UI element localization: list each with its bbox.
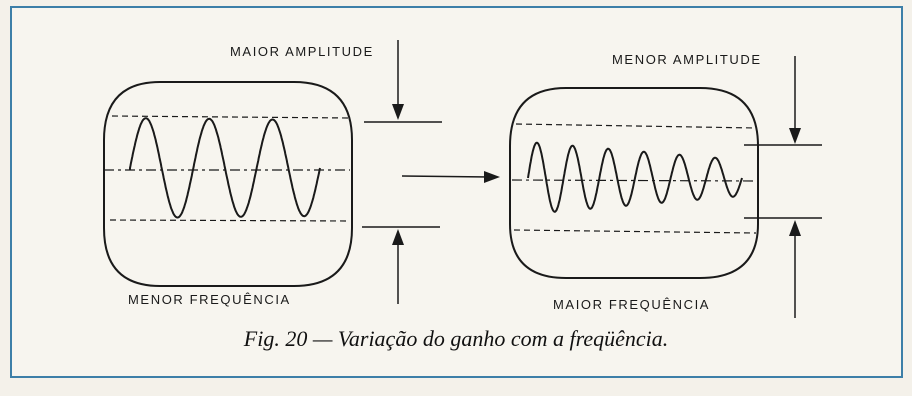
label-maior-amplitude: MAIOR AMPLITUDE <box>230 44 374 59</box>
right-bottom-dashed-line <box>513 229 757 234</box>
label-menor-amplitude: MENOR AMPLITUDE <box>612 52 762 67</box>
left-bottom-dashed-line <box>109 219 351 222</box>
right-top-dashed-line <box>515 123 757 129</box>
label-menor-frequencia: MENOR FREQUÊNCIA <box>128 292 291 307</box>
left-bottom-arrowhead <box>392 229 404 245</box>
transition-arrow-shaft <box>401 175 491 178</box>
left-waveform <box>129 117 321 219</box>
label-maior-frequencia: MAIOR FREQUÊNCIA <box>553 297 711 312</box>
figure-frame <box>10 6 903 378</box>
left-top-arrowhead <box>392 104 404 120</box>
right-bottom-arrowhead <box>789 220 801 236</box>
left-screen-outline <box>103 81 353 287</box>
right-screen-outline <box>509 87 759 279</box>
figure-caption: Fig. 20 — Variação do ganho com a freqüê… <box>243 326 669 351</box>
right-center-dashed-line <box>511 179 757 182</box>
right-top-arrowhead <box>789 128 801 144</box>
left-top-dashed-line <box>111 115 351 119</box>
transition-arrowhead <box>484 171 500 183</box>
right-waveform <box>527 141 743 213</box>
